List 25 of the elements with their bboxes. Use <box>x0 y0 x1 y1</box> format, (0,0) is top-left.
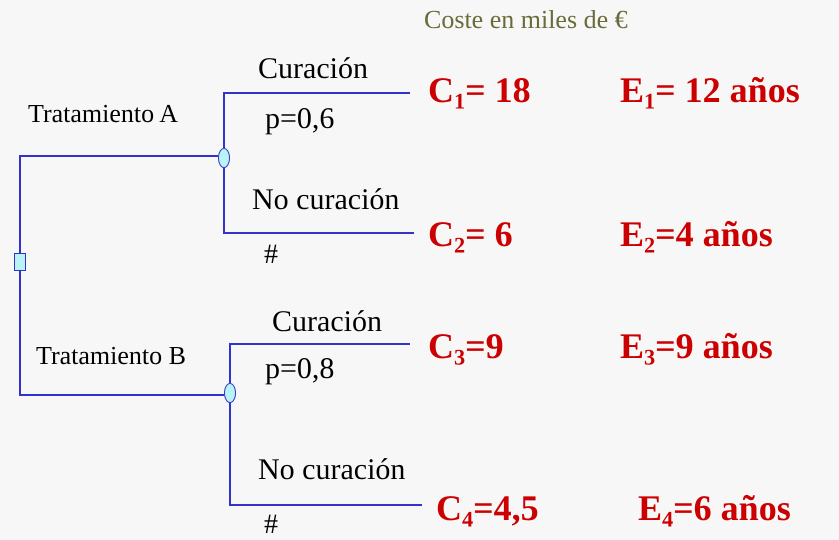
cost-value: C$_{4}$=4,5 <box>436 487 539 530</box>
effect-value: E$_{4}$=6 años <box>638 487 791 530</box>
branch-line <box>229 343 410 383</box>
effect-value: E$_{1}$= 12 años <box>620 69 800 112</box>
branch-label: Curación <box>272 305 382 338</box>
branch-label: Tratamiento A <box>28 100 178 129</box>
effect-value: E$_{2}$=4 años <box>620 213 773 256</box>
branch-line <box>19 155 218 253</box>
branch-line <box>223 92 410 148</box>
cost-value: C$_{2}$= 6 <box>428 213 513 256</box>
branch-line <box>223 168 414 234</box>
branch-label: No curación <box>258 453 406 486</box>
hash-mark: # <box>264 510 278 540</box>
note-text: Coste en miles de € <box>424 6 628 35</box>
cost-value: C$_{1}$= 18 <box>428 69 531 112</box>
branch-line <box>229 403 422 506</box>
hash-mark: # <box>264 240 278 271</box>
branch-label: Curación <box>258 52 368 85</box>
effect-value: E$_{3}$=9 años <box>620 325 773 368</box>
branch-line <box>19 271 224 396</box>
probability-label: p=0,6 <box>265 102 334 135</box>
branch-label: Tratamiento B <box>36 342 186 371</box>
probability-label: p=0,8 <box>265 352 334 385</box>
cost-value: C$_{3}$=9 <box>428 325 504 368</box>
branch-label: No curación <box>252 183 400 216</box>
